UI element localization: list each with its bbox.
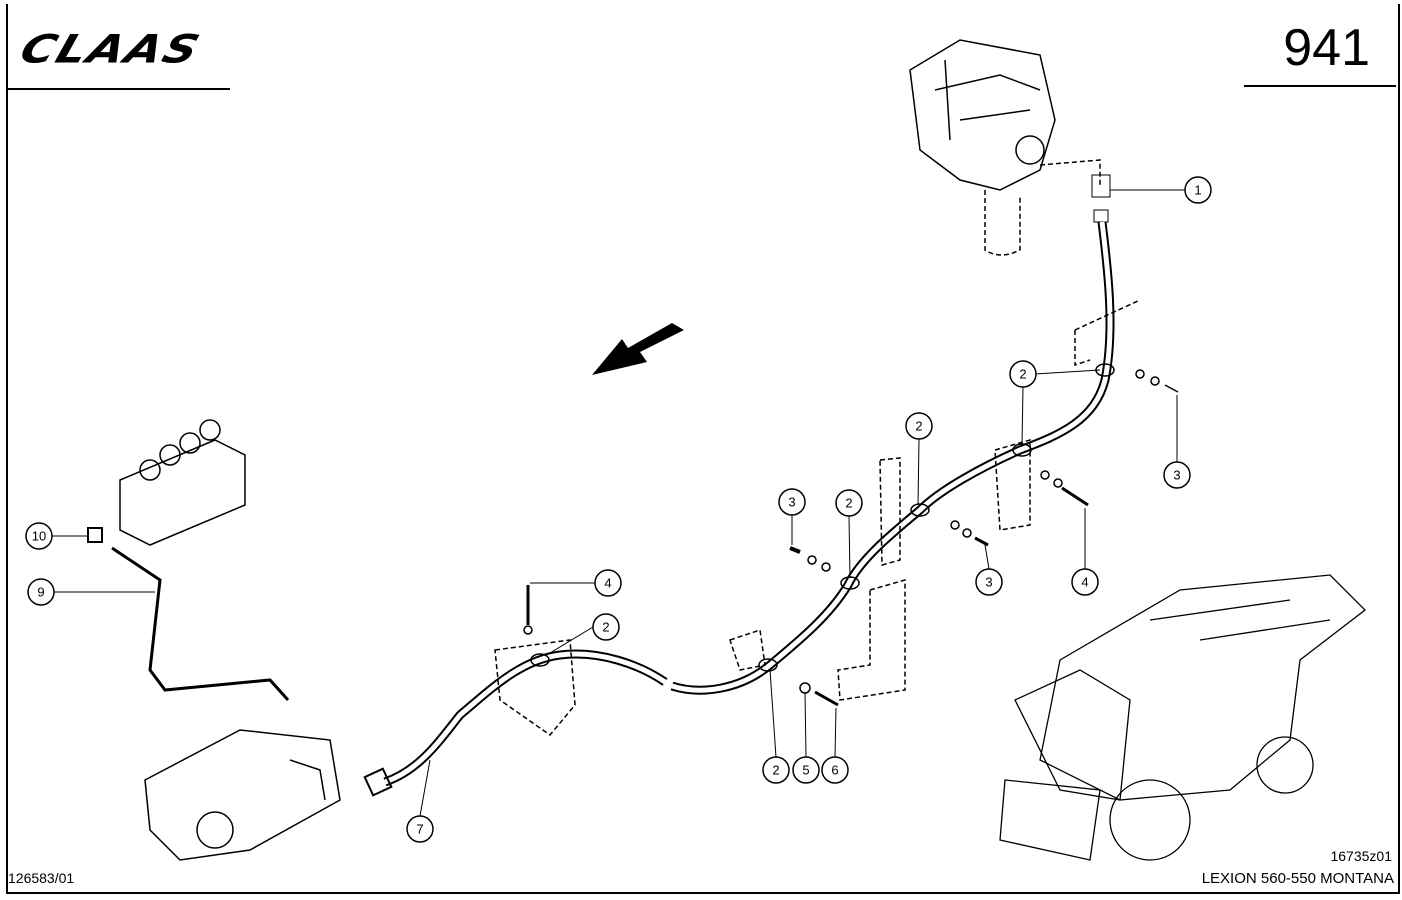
drawing-frame (6, 4, 1400, 894)
steel-pipe-9 (111, 546, 290, 702)
callout-circle (1163, 461, 1191, 489)
union-fitting-10 (87, 527, 103, 543)
callout-label: 1 (1194, 183, 1201, 198)
callout-label: 9 (37, 585, 44, 600)
callout-label: 3 (788, 495, 795, 510)
callout-9: 9 (27, 578, 55, 606)
callout-2: 2 (905, 412, 933, 440)
callout-3: 3 (975, 568, 1003, 596)
callout-circle (594, 569, 622, 597)
callout-label: 7 (416, 822, 423, 837)
callout-2: 2 (1009, 360, 1037, 388)
callout-2: 2 (592, 613, 620, 641)
callout-circle (25, 522, 53, 550)
mounting-brackets (494, 299, 1141, 737)
callout-4: 4 (1071, 568, 1099, 596)
callout-2: 2 (762, 756, 790, 784)
drawing-reference: 126583/01 (8, 870, 75, 886)
callout-lines (52, 189, 1185, 817)
callout-circle (1184, 176, 1212, 204)
figure-reference: 16735z01 (1330, 848, 1392, 864)
callout-circle (835, 489, 863, 517)
callout-3: 3 (1163, 461, 1191, 489)
callout-circle (792, 756, 820, 784)
solenoid-valve-block (119, 419, 246, 546)
callout-circle (762, 756, 790, 784)
tee-fitting (1091, 174, 1111, 198)
callout-circle (975, 568, 1003, 596)
callout-label: 4 (604, 576, 611, 591)
combine-harvester-overview (999, 574, 1366, 861)
callout-circle (592, 613, 620, 641)
hydraulic-pump-assembly (909, 39, 1101, 256)
callout-label: 5 (802, 763, 809, 778)
callout-circle (778, 488, 806, 516)
page-number-divider (1244, 85, 1396, 87)
callout-label: 6 (831, 763, 838, 778)
callout-circle (27, 578, 55, 606)
callout-label: 3 (985, 575, 992, 590)
clamps-and-fasteners (523, 363, 1179, 707)
callout-label: 2 (772, 763, 779, 778)
callout-3: 3 (778, 488, 806, 516)
machine-model: LEXION 560-550 MONTANA (1201, 870, 1394, 887)
callout-5: 5 (792, 756, 820, 784)
callout-10: 10 (25, 522, 53, 550)
callout-label: 2 (1019, 367, 1026, 382)
callout-circle (821, 756, 849, 784)
hydraulic-hose (670, 221, 1115, 695)
callout-label: 4 (1081, 575, 1088, 590)
hose-nut (363, 767, 393, 797)
callout-label: 2 (845, 496, 852, 511)
callout-circle (905, 412, 933, 440)
hydraulic-motor (144, 729, 341, 861)
callout-6: 6 (821, 756, 849, 784)
callout-circle (1009, 360, 1037, 388)
callout-circle (406, 815, 434, 843)
callout-label: 10 (32, 529, 46, 544)
page-number: 941 (1283, 19, 1370, 77)
callout-circle (1071, 568, 1099, 596)
callout-4: 4 (594, 569, 622, 597)
callout-7: 7 (406, 815, 434, 843)
direction-arrow-icon (592, 323, 684, 375)
callout-label: 2 (602, 620, 609, 635)
callout-label: 2 (915, 419, 922, 434)
logo-divider (8, 88, 230, 90)
callout-1: 1 (1184, 176, 1212, 204)
callout-2: 2 (835, 489, 863, 517)
callout-label: 3 (1173, 468, 1180, 483)
